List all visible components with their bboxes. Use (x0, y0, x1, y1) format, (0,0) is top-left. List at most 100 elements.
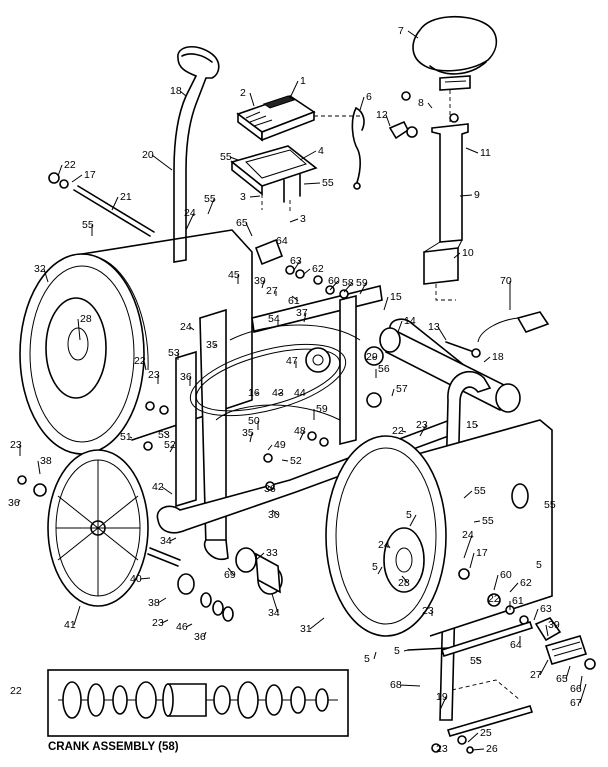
callout-number: 35 (206, 339, 218, 351)
leader-line (203, 631, 207, 638)
callout-70: 70 (500, 275, 512, 290)
leader-line (139, 577, 151, 580)
callout-24: 24 (184, 207, 196, 231)
callout-22: 22 (57, 159, 76, 177)
callout-number: 9 (474, 189, 480, 201)
callout-49: 49 (267, 439, 286, 451)
leader-line (427, 102, 433, 109)
callout-number: 65 (236, 217, 248, 229)
callout-14: 14 (397, 315, 416, 333)
callout-number: 61 (288, 295, 300, 307)
leader-line (71, 174, 83, 183)
callout-60: 60 (493, 569, 512, 591)
leader-line (255, 392, 259, 395)
callout-number: 53 (168, 347, 180, 359)
leader-line (373, 651, 377, 660)
callout-number: 33 (266, 547, 278, 559)
crank-assembly-caption: CRANK ASSEMBLY (58) (48, 741, 179, 753)
callout-number: 42 (152, 481, 164, 493)
crank-assembly-box (47, 669, 349, 737)
callout-number: 31 (300, 623, 312, 635)
callout-21: 21 (111, 191, 132, 211)
callout-39: 39 (545, 619, 560, 637)
callout-51: 51 (120, 431, 133, 443)
callout-number: 7 (398, 25, 404, 37)
callout-number: 35 (242, 427, 254, 439)
leader-line (77, 318, 81, 341)
callout-45: 45 (228, 269, 240, 284)
callout-number: 27 (530, 669, 542, 681)
leader-line (359, 96, 365, 111)
leader-line (255, 552, 265, 561)
callout-5: 5 (364, 651, 377, 665)
leader-line (475, 424, 479, 427)
callout-number: 55 (482, 515, 494, 527)
callout-59: 59 (313, 403, 328, 420)
leader-line (143, 360, 147, 371)
left-handlebar (173, 46, 220, 263)
callout-15: 15 (466, 419, 479, 431)
callout-number: 16 (248, 387, 260, 399)
callout-number: 29 (366, 351, 378, 363)
callout-63: 63 (290, 255, 302, 271)
seat (412, 15, 498, 91)
leader-line (169, 444, 175, 453)
leader-line (185, 623, 193, 628)
callout-number: 13 (428, 321, 440, 333)
callout-number: 63 (290, 255, 302, 267)
callout-18: 18 (483, 351, 504, 363)
callout-16: 16 (248, 387, 260, 399)
leader-line (245, 222, 253, 237)
callout-34: 34 (268, 593, 280, 619)
callout-number: 38 (148, 597, 160, 609)
callout-number: 6 (366, 91, 372, 103)
callout-18: 18 (170, 85, 187, 97)
callout-number: 22 (392, 425, 404, 437)
callout-66: 66 (570, 675, 583, 695)
callout-number: 15 (390, 291, 402, 303)
callout-number: 14 (404, 315, 416, 327)
callout-number: 43 (272, 387, 284, 399)
callout-number: 17 (84, 169, 96, 181)
callout-12: 12 (376, 109, 391, 127)
callout-number: 50 (248, 415, 260, 427)
callout-number: 70 (500, 275, 512, 287)
leader-line (391, 388, 395, 397)
callout-2: 2 (240, 87, 255, 107)
callout-61: 61 (509, 595, 524, 610)
callout-number: 59 (356, 277, 368, 289)
callout-number: 30 (268, 509, 280, 521)
callout-number: 45 (228, 269, 240, 281)
callout-number: 34 (160, 535, 172, 547)
leader-line (493, 574, 499, 591)
callout-number: 23 (148, 369, 160, 381)
callout-number: 48 (294, 425, 306, 437)
callout-number: 54 (268, 313, 280, 325)
callout-29: 29 (366, 351, 378, 363)
callout-23: 23 (416, 419, 428, 437)
leader-line (469, 552, 475, 569)
callout-57: 57 (391, 383, 408, 397)
callout-55: 55 (470, 655, 482, 667)
leader-line (73, 605, 81, 626)
callout-53: 53 (158, 429, 170, 441)
callout-23: 23 (152, 617, 169, 629)
leader-line (129, 436, 133, 439)
callout-number: 39 (254, 275, 266, 287)
callout-number: 66 (570, 683, 582, 695)
callout-number: 23 (416, 419, 428, 431)
callout-number: 5 (536, 559, 542, 571)
leader-line (343, 282, 353, 293)
leader-line (179, 90, 187, 97)
callout-number: 37 (296, 307, 308, 319)
callout-number: 55 (204, 193, 216, 205)
callout-46: 46 (176, 621, 193, 633)
washer-stack-left (177, 573, 234, 622)
axle-40 (147, 547, 181, 567)
callout-68: 68 (390, 679, 421, 691)
leader-line (213, 344, 217, 347)
leader-line (229, 156, 239, 161)
callout-number: 5 (364, 653, 370, 665)
callout-number: 39 (548, 619, 560, 631)
callout-number: 21 (120, 191, 132, 203)
